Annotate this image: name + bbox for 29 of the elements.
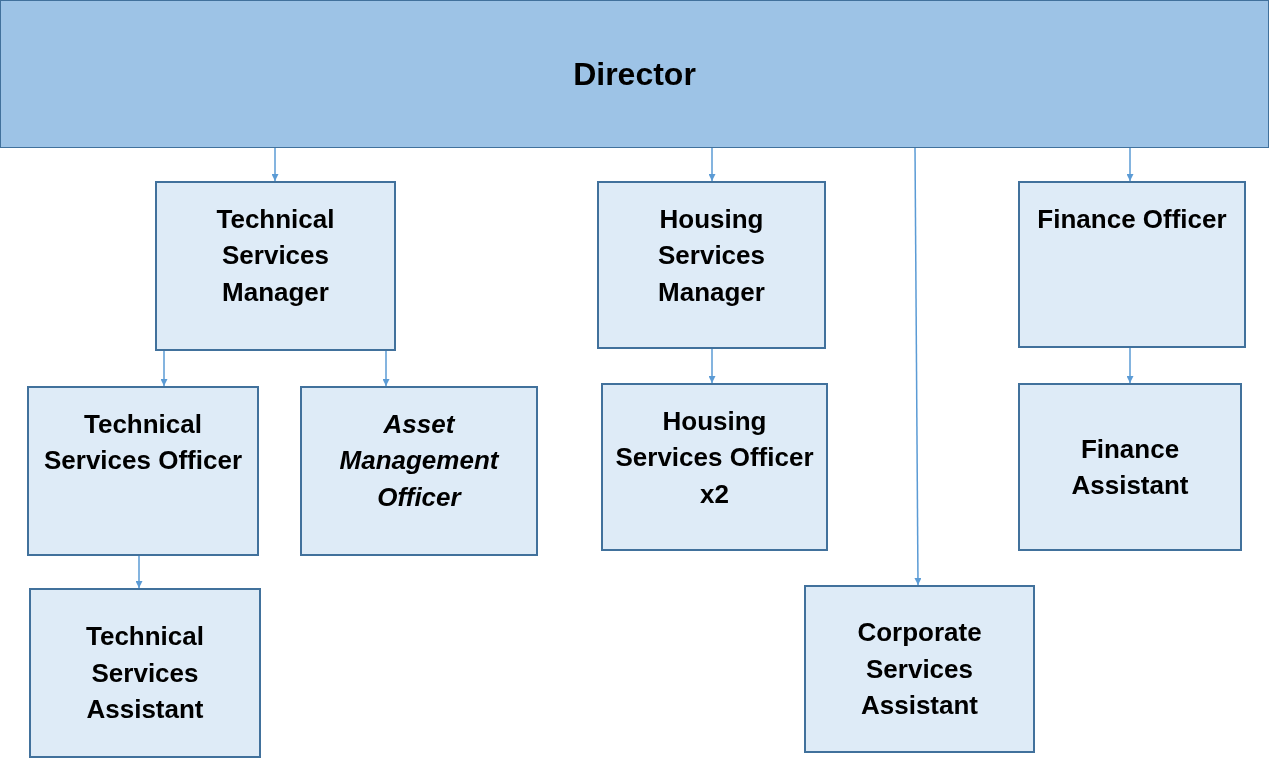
arrow	[914, 147, 922, 586]
role-title: Finance Officer	[1037, 203, 1227, 236]
role-title: Technical Services Assistant	[85, 620, 205, 727]
arrow	[135, 555, 143, 589]
arrow	[1126, 347, 1134, 384]
role-box	[597, 181, 826, 349]
arrow	[708, 147, 716, 182]
role-title: Finance Assistant	[1070, 432, 1190, 502]
role-title: Technical Services Manager	[215, 203, 336, 309]
arrow	[160, 350, 168, 387]
role-box	[300, 386, 538, 556]
arrow	[382, 350, 390, 387]
role-box	[804, 585, 1035, 753]
director-box	[0, 0, 1269, 148]
role-title: Technical Services Officer	[43, 408, 243, 478]
role-box	[1018, 181, 1246, 348]
arrow	[271, 147, 279, 182]
role-title: Asset Management Officer	[338, 408, 501, 514]
role-title: Corporate Services Assistant	[856, 616, 983, 723]
role-title: Director	[573, 54, 696, 94]
arrow	[708, 348, 716, 384]
role-box	[601, 383, 828, 551]
role-box	[29, 588, 261, 758]
arrow	[1126, 147, 1134, 182]
role-title: Housing Services Officer x2	[614, 405, 815, 511]
role-box	[155, 181, 396, 351]
role-box	[27, 386, 259, 556]
role-title: Housing Services Manager	[657, 203, 766, 309]
role-box	[1018, 383, 1242, 551]
